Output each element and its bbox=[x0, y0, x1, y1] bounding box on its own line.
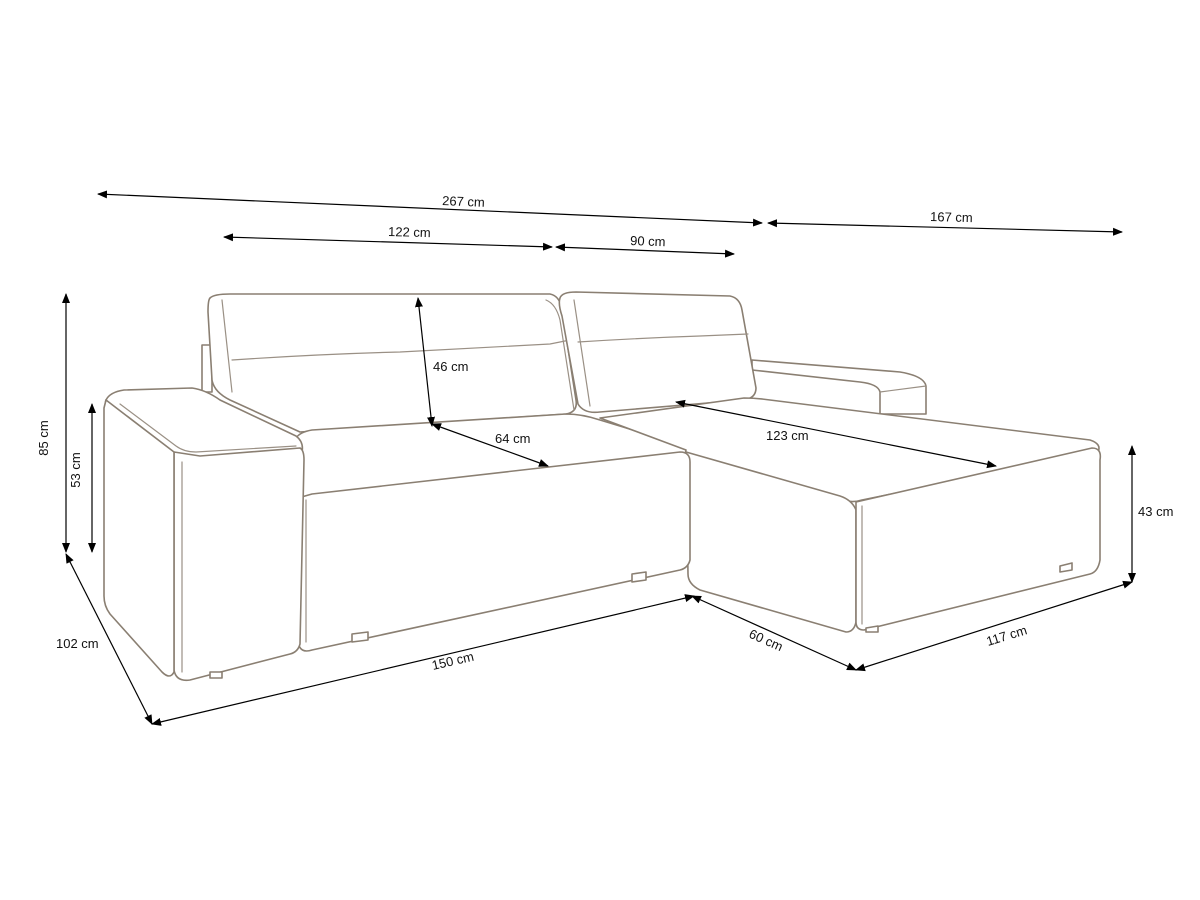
label-chaise-seat-length: 123 cm bbox=[766, 428, 809, 443]
dimension-lines bbox=[62, 190, 1136, 726]
left-back-post bbox=[201, 344, 213, 393]
label-backrest-height: 46 cm bbox=[433, 359, 468, 374]
foot bbox=[351, 631, 369, 643]
back-cushion-right bbox=[558, 291, 757, 414]
label-armrest-height: 53 cm bbox=[68, 452, 83, 487]
dim-line-122 bbox=[223, 233, 553, 251]
foot bbox=[631, 571, 647, 583]
dim-line-117 bbox=[855, 580, 1133, 672]
label-chaise-front-width: 60 cm bbox=[747, 626, 785, 654]
label-total-width: 267 cm bbox=[442, 193, 485, 210]
label-seat-left-width: 122 cm bbox=[388, 224, 431, 240]
left-armrest-front bbox=[173, 447, 305, 682]
label-total-height: 85 cm bbox=[36, 420, 51, 455]
foot bbox=[209, 671, 223, 679]
label-chaise-height: 43 cm bbox=[1138, 504, 1173, 519]
foot bbox=[1059, 562, 1073, 573]
dim-line-64 bbox=[431, 423, 549, 467]
dim-line-150 bbox=[151, 594, 695, 726]
back-cushion-left bbox=[207, 293, 578, 433]
dim-line-167 bbox=[767, 219, 1123, 236]
dim-line-123 bbox=[675, 399, 997, 469]
sofa-drawing bbox=[103, 291, 1102, 682]
label-seat-mid-width: 90 cm bbox=[630, 233, 666, 249]
label-chaise-width: 167 cm bbox=[930, 209, 973, 225]
dim-line-46 bbox=[415, 297, 435, 427]
label-front-length: 150 cm bbox=[430, 649, 475, 673]
dim-line-60 bbox=[691, 595, 857, 671]
dim-line-90 bbox=[555, 243, 735, 258]
foot bbox=[865, 625, 879, 633]
label-total-depth: 102 cm bbox=[56, 636, 99, 651]
dim-line-102 bbox=[65, 553, 153, 725]
label-seat-depth: 64 cm bbox=[495, 431, 530, 446]
dim-line-267 bbox=[97, 190, 763, 227]
